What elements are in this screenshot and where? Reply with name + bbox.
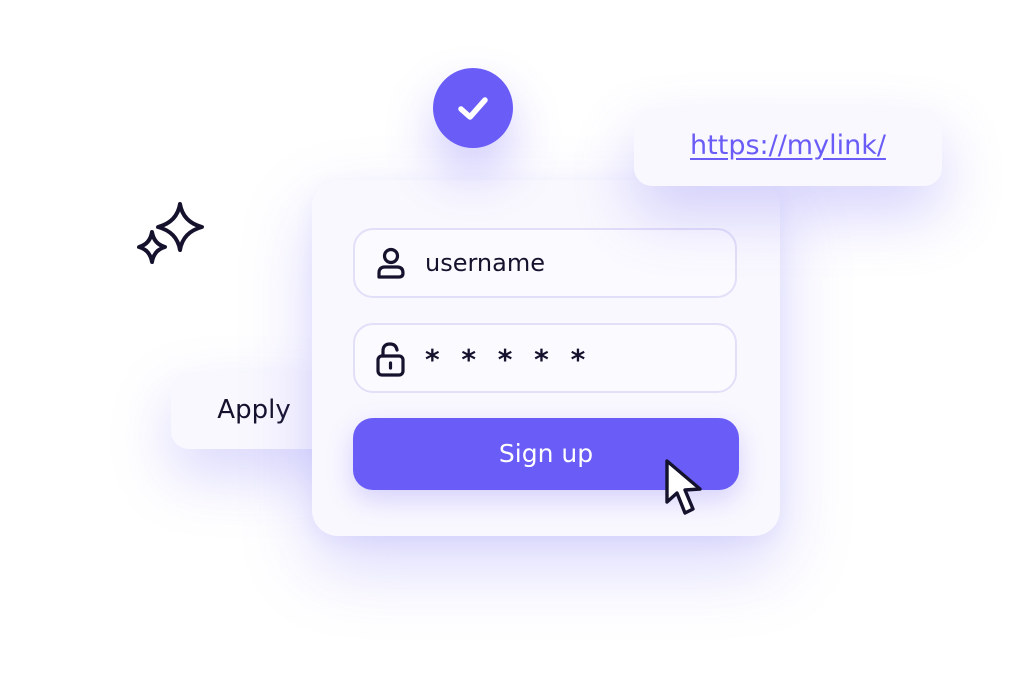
username-field[interactable]: username (353, 228, 737, 298)
sign-up-label: Sign up (498, 439, 594, 468)
apply-label: Apply (217, 395, 291, 425)
password-field[interactable]: * * * * * (353, 323, 737, 393)
unlock-icon (376, 342, 405, 377)
user-icon (377, 247, 405, 279)
signup-card: username * * * * * Sign up (312, 180, 780, 536)
check-badge (433, 68, 513, 148)
url-link[interactable]: https://mylink/ (690, 130, 886, 161)
apply-button[interactable]: Apply (171, 372, 337, 449)
link-chip: https://mylink/ (634, 108, 942, 186)
password-value: * * * * * (425, 343, 592, 376)
check-icon (458, 97, 488, 120)
username-value: username (425, 249, 545, 277)
sparkle-icon (137, 202, 204, 264)
arrow-cursor-icon (665, 459, 702, 515)
